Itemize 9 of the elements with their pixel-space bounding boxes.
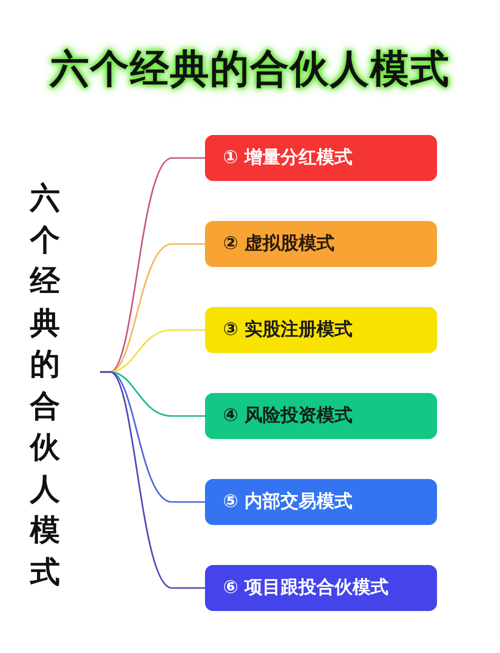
title: 六个经典的合伙人模式 xyxy=(50,47,450,92)
connector-line xyxy=(100,371,205,589)
mode-box: ④ 风险投资模式 xyxy=(205,393,437,439)
vertical-heading: 六个经典的合伙人模式 xyxy=(30,178,100,593)
mode-box: ⑤ 内部交易模式 xyxy=(205,479,437,525)
mode-box: ② 虚拟股模式 xyxy=(205,221,437,267)
mode-box: ① 增量分红模式 xyxy=(205,135,437,181)
mode-box: ③ 实股注册模式 xyxy=(205,307,437,353)
mode-box: ⑥ 项目跟投合伙模式 xyxy=(205,565,437,611)
